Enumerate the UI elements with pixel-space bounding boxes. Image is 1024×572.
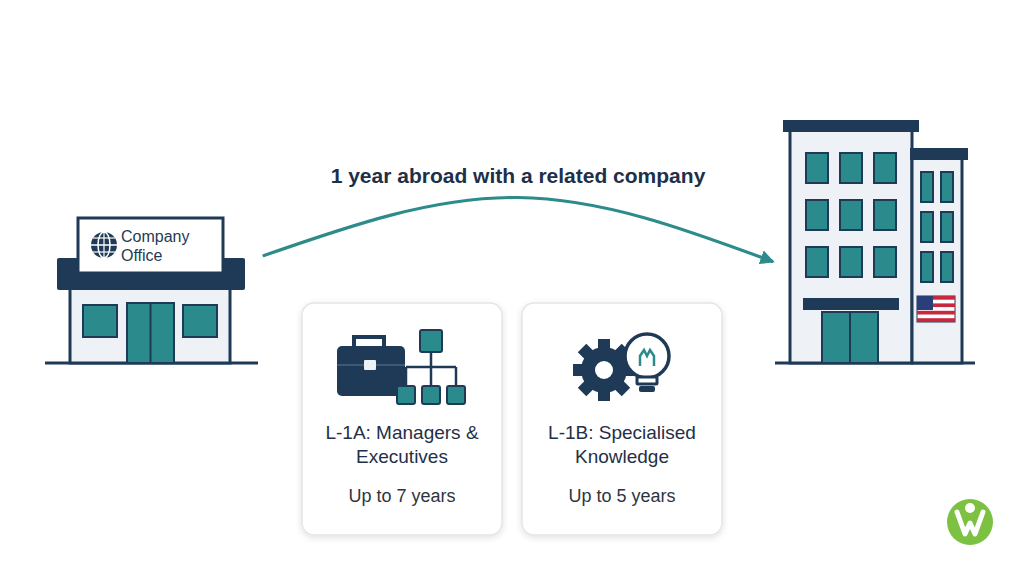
transfer-arrow [264, 197, 772, 261]
duration-text: Up to 5 years [534, 485, 710, 507]
office-building-art [45, 218, 258, 363]
arrow-label: 1 year abroad with a related company [326, 164, 711, 188]
visa-title: L-1A: Managers & Executives [314, 421, 490, 469]
card-background [522, 303, 722, 535]
duration-text: Up to 7 years [314, 485, 490, 507]
us-building-art [775, 120, 975, 363]
card-background [302, 303, 502, 535]
sign-text: Company Office [121, 227, 213, 265]
visa-card: L-1A: Managers & Executives Up to 7 years [302, 303, 502, 535]
knowledge-icon [573, 334, 669, 401]
brand-logo [947, 499, 993, 545]
us-building [778, 118, 973, 365]
visa-title: L-1B: Specialised Knowledge [534, 421, 710, 469]
us-flag [917, 296, 955, 322]
visa-card: L-1B: Specialised Knowledge Up to 5 years [522, 303, 722, 535]
manager-icon [337, 330, 465, 404]
office-building: Company Office [45, 215, 258, 365]
